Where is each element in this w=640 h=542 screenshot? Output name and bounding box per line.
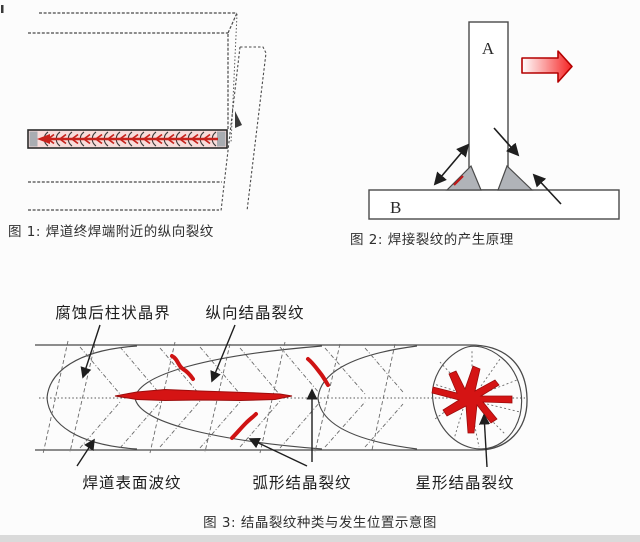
stress-arrows [433, 127, 562, 205]
crater-boundary [431, 345, 523, 450]
label-arc-crystallization-crack: 弧形结晶裂纹 [252, 474, 351, 492]
arc-crack-top-left [170, 354, 195, 381]
arc-crack-top-right [306, 357, 330, 387]
bead-end-cap [217, 131, 226, 147]
crack-direction-arrowhead [37, 134, 50, 144]
label-weld-surface-ripple: 焊道表面波纹 [82, 474, 181, 492]
scan-artifact-mark [1, 5, 4, 13]
label-star-crystallization-crack: 星形结晶裂纹 [415, 474, 514, 492]
label-leader-arrows [76, 324, 491, 468]
label-longitudinal-crystallization-crack: 纵向结晶裂纹 [205, 304, 304, 322]
plate-b-label: B [390, 198, 401, 217]
plate-edge-lines [28, 12, 238, 211]
stress-arrow-down-icon [493, 127, 520, 157]
longitudinal-crystallization-crack [114, 388, 293, 402]
right-fillet-weld [497, 164, 534, 191]
stress-arrow-up-icon [532, 173, 562, 205]
plate-hidden-edge [230, 13, 238, 144]
figure2-tjoint-sketch: A B [368, 21, 620, 220]
tab-weld-mark [235, 111, 242, 128]
star-crystallization-crack [431, 365, 513, 434]
shear-double-arrow-icon [433, 143, 470, 186]
tension-arrow-icon [521, 50, 573, 83]
weld-bead [27, 129, 228, 149]
figure3-caption: 图 3: 结晶裂纹种类与发生位置示意图 [203, 515, 437, 531]
figure1-caption: 图 1: 焊道终焊端附近的纵向裂纹 [8, 224, 214, 240]
figure2-caption: 图 2: 焊接裂纹的产生原理 [350, 232, 514, 248]
figure1-weld-bead-sketch [1, 5, 267, 212]
figure3-crystallization-crack-diagram: 腐蚀后柱状晶界 纵向结晶裂纹 焊道表面波纹 弧形结晶裂纹 星形结晶裂纹 [35, 304, 528, 492]
bead-outline [35, 344, 528, 451]
bottom-divider-band [0, 535, 640, 542]
base-plate-b [368, 189, 620, 220]
runoff-tab-outline [220, 46, 267, 212]
plate-a-label: A [482, 39, 495, 58]
cracks [114, 354, 513, 440]
arc-crack-bottom [230, 412, 258, 440]
bead-start-cap [29, 131, 38, 147]
vertical-plate-a [468, 21, 509, 191]
label-corroded-columnar-grain-boundary: 腐蚀后柱状晶界 [55, 304, 171, 322]
